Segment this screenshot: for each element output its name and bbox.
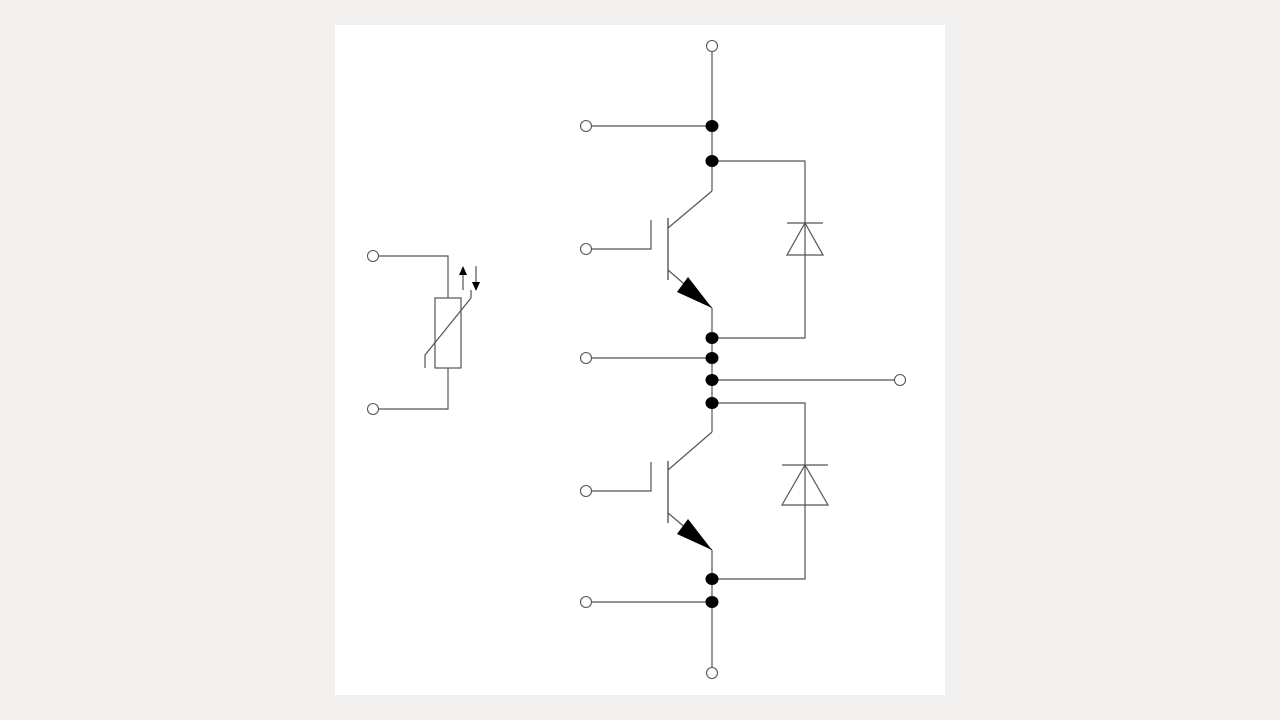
output-terminal <box>893 373 907 387</box>
thermistor-wire-bottom <box>379 368 449 410</box>
upper-gate-terminal <box>579 242 593 256</box>
igbt-lower <box>592 431 713 551</box>
upper-diode-triangle-icon <box>785 221 825 256</box>
junction-dot <box>705 596 719 608</box>
upper-aux-collector-terminal <box>579 119 593 133</box>
diode-lower <box>712 402 830 580</box>
thermistor-wire-top <box>379 255 449 298</box>
lower-gate-terminal <box>579 484 593 498</box>
top-rail-terminal <box>705 39 719 53</box>
upper-igbt-collector-leg <box>667 190 713 229</box>
upper-emitter-arrow-icon <box>677 277 712 308</box>
up-down-arrows-icon <box>459 266 480 291</box>
bottom-rail-terminal <box>705 666 719 680</box>
upper-diode-wire <box>712 160 806 339</box>
junction-dot <box>705 374 719 386</box>
upper-aux-emitter-terminal <box>579 351 593 365</box>
junction-dot <box>705 352 719 364</box>
lower-emitter-arrow-icon <box>677 519 712 550</box>
junctions <box>705 120 719 608</box>
lower-igbt-collector-leg <box>667 431 713 471</box>
junction-dot <box>705 332 719 344</box>
lower-gate-wire <box>592 462 652 492</box>
lower-diode-wire <box>712 402 806 580</box>
schematic-panel <box>335 25 945 695</box>
igbt-upper <box>592 190 713 309</box>
thermistor-terminal-2 <box>366 402 380 416</box>
thermistor-body <box>434 297 462 369</box>
terminals <box>579 39 907 680</box>
junction-dot <box>705 120 719 132</box>
thermistor <box>366 249 480 416</box>
lower-aux-emitter-terminal <box>579 595 593 609</box>
lower-diode-triangle-icon <box>780 463 830 506</box>
thermistor-terminal-1 <box>366 249 380 263</box>
junction-dot <box>705 155 719 167</box>
junction-dot <box>705 573 719 585</box>
diode-upper <box>712 160 825 339</box>
thermistor-slash-icon <box>424 290 472 368</box>
upper-gate-wire <box>592 220 652 250</box>
junction-dot <box>705 397 719 409</box>
